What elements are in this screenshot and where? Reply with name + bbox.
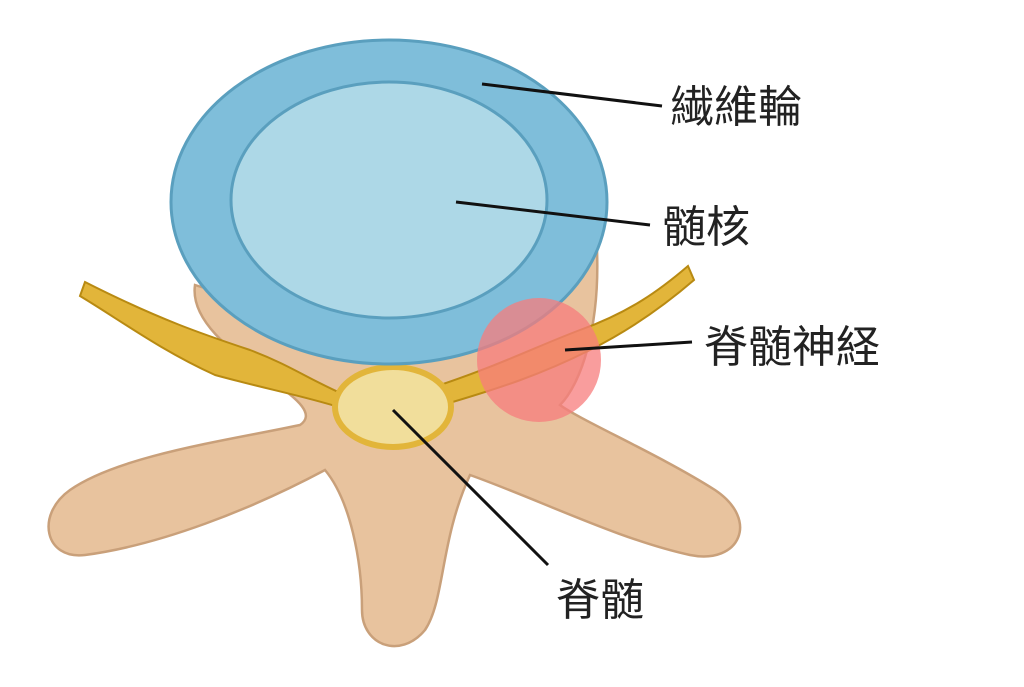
leader-line-annulus	[481, 82, 663, 108]
leader-line-spinal-cord	[391, 408, 550, 567]
label-spinal-cord: 脊髄	[556, 575, 644, 626]
leader-line-nucleus	[455, 200, 651, 227]
label-nucleus: 髄核	[662, 202, 750, 253]
compression-highlight	[477, 298, 601, 422]
leader-line-nerve-root	[564, 340, 693, 352]
nucleus-pulposus	[229, 80, 549, 320]
spinal-cord	[332, 364, 454, 450]
label-nerve-root: 脊髄神経	[704, 322, 880, 373]
label-annulus: 繊維輪	[670, 82, 802, 133]
